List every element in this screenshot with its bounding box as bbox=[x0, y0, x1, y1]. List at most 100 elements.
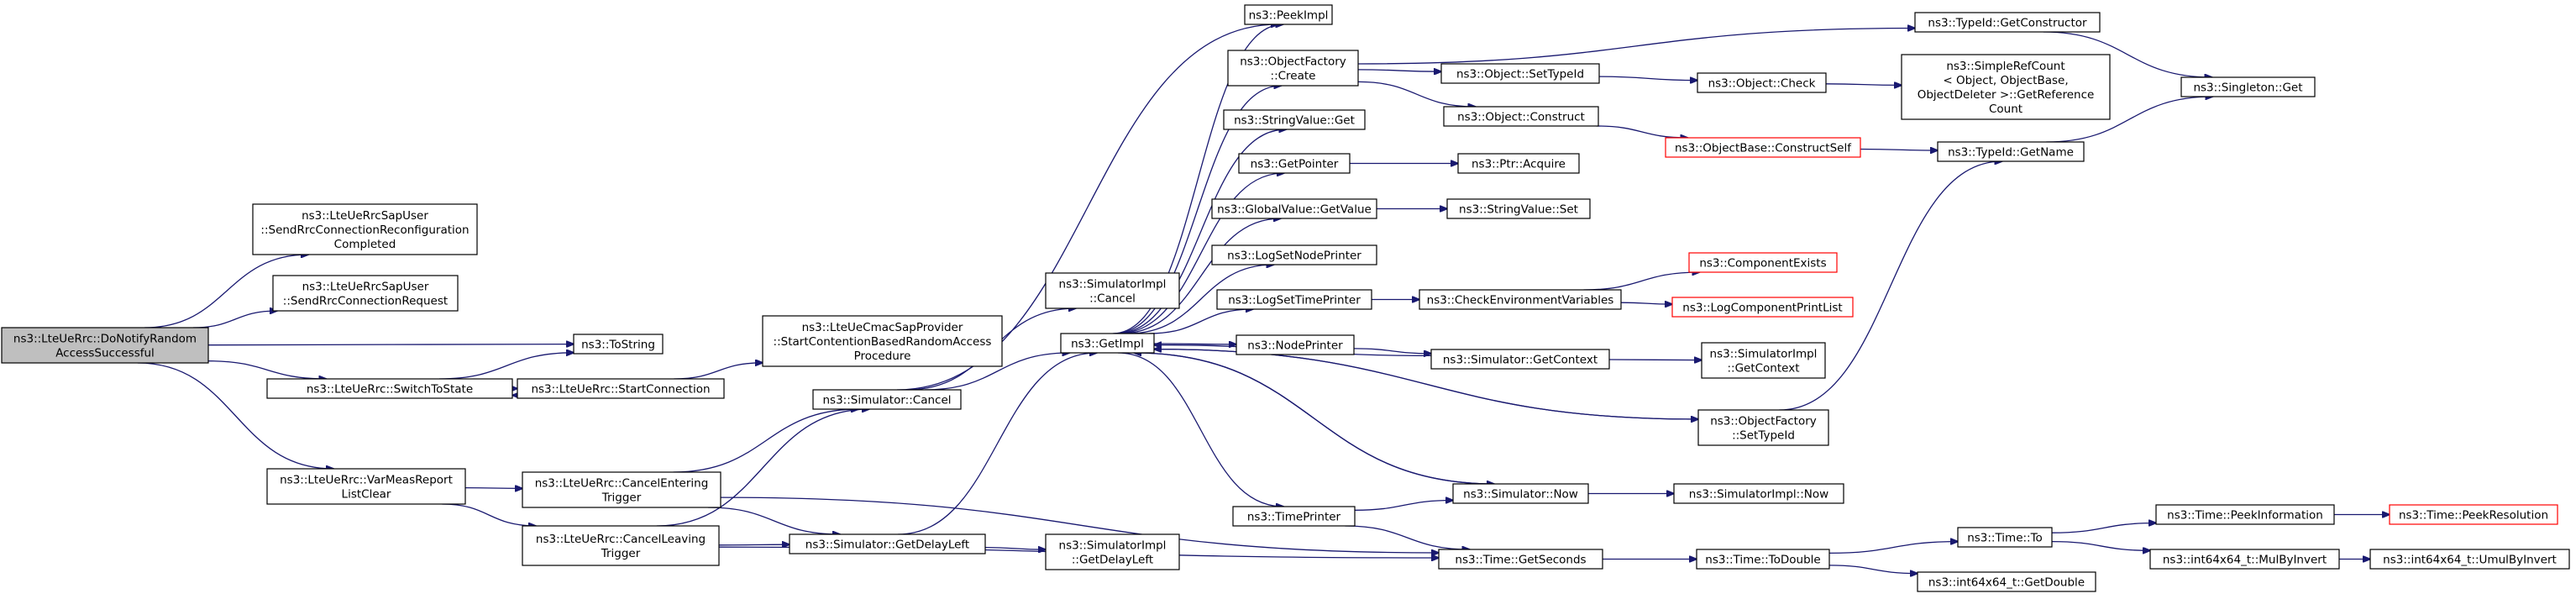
node-box[interactable] bbox=[2155, 504, 2335, 525]
node-nodeprinter[interactable]: ns3::NodePrinter bbox=[1236, 334, 1355, 355]
node-simgetctx[interactable]: ns3::Simulator::GetContext bbox=[1430, 349, 1610, 370]
node-strget[interactable]: ns3::StringValue::Get bbox=[1223, 109, 1366, 130]
node-box[interactable] bbox=[1223, 109, 1366, 130]
node-implgetctx[interactable]: ns3::SimulatorImpl::GetContext bbox=[1701, 342, 1826, 379]
node-peekinfo[interactable]: ns3::Time::PeekInformation bbox=[2155, 504, 2335, 525]
node-box[interactable] bbox=[1238, 153, 1351, 174]
node-tidgetname[interactable]: ns3::TypeId::GetName bbox=[1937, 141, 2085, 162]
node-box[interactable] bbox=[1227, 50, 1359, 87]
node-box[interactable] bbox=[272, 275, 459, 312]
node-compexists[interactable]: ns3::ComponentExists bbox=[1688, 252, 1838, 273]
node-box[interactable] bbox=[1937, 141, 2085, 162]
node-box[interactable] bbox=[1696, 549, 1830, 570]
node-box[interactable] bbox=[266, 378, 513, 399]
node-getpointer[interactable]: ns3::GetPointer bbox=[1238, 153, 1351, 174]
node-checkenv[interactable]: ns3::CheckEnvironmentVariables bbox=[1419, 289, 1622, 310]
node-box[interactable] bbox=[762, 315, 1003, 367]
node-root[interactable]: ns3::LteUeRrc::DoNotifyRandomAccessSucce… bbox=[1, 327, 209, 364]
node-box[interactable] bbox=[2389, 504, 2558, 525]
node-box[interactable] bbox=[266, 468, 466, 505]
node-box[interactable] bbox=[1917, 571, 2096, 592]
node-logtime[interactable]: ns3::LogSetTimePrinter bbox=[1216, 289, 1372, 310]
node-box[interactable] bbox=[1671, 297, 1854, 318]
node-box[interactable] bbox=[1688, 252, 1838, 273]
node-umulbyinv[interactable]: ns3::int64x64_t::UmulByInvert bbox=[2369, 549, 2570, 570]
node-startconn[interactable]: ns3::LteUeRrc::StartConnection bbox=[517, 378, 725, 399]
node-simnow[interactable]: ns3::Simulator::Now bbox=[1452, 483, 1589, 504]
node-todouble[interactable]: ns3::Time::ToDouble bbox=[1696, 549, 1830, 570]
node-box[interactable] bbox=[1045, 533, 1180, 570]
node-box[interactable] bbox=[517, 378, 725, 399]
node-box[interactable] bbox=[1430, 349, 1610, 370]
node-box[interactable] bbox=[1440, 63, 1600, 84]
node-box[interactable] bbox=[573, 334, 664, 355]
node-objconstruct[interactable]: ns3::Object::Construct bbox=[1443, 106, 1599, 127]
node-implgetdelay[interactable]: ns3::SimulatorImpl::GetDelayLeft bbox=[1045, 533, 1180, 570]
node-box[interactable] bbox=[1452, 483, 1589, 504]
node-box[interactable] bbox=[1697, 72, 1827, 93]
node-objcheck[interactable]: ns3::Object::Check bbox=[1697, 72, 1827, 93]
node-box[interactable] bbox=[522, 525, 720, 566]
node-getdelay[interactable]: ns3::Simulator::GetDelayLeft bbox=[789, 533, 986, 554]
node-ptracquire[interactable]: ns3::Ptr::Acquire bbox=[1457, 153, 1580, 174]
node-box[interactable] bbox=[2149, 549, 2340, 570]
node-singleton[interactable]: ns3::Singleton::Get bbox=[2180, 76, 2316, 97]
node-box[interactable] bbox=[812, 389, 962, 410]
node-lognode[interactable]: ns3::LogSetNodePrinter bbox=[1211, 244, 1377, 265]
node-rrcrecfg[interactable]: ns3::LteUeRrcSapUser::SendRrcConnectionR… bbox=[252, 203, 478, 255]
node-box[interactable] bbox=[1211, 198, 1377, 219]
node-box[interactable] bbox=[2180, 76, 2316, 97]
node-box[interactable] bbox=[1236, 334, 1355, 355]
node-box[interactable] bbox=[1438, 549, 1603, 570]
node-box[interactable] bbox=[1045, 272, 1180, 309]
node-peekimpl[interactable]: ns3::PeekImpl bbox=[1244, 4, 1333, 25]
node-simimplcancel[interactable]: ns3::SimulatorImpl::Cancel bbox=[1045, 272, 1180, 309]
node-box[interactable] bbox=[2369, 549, 2570, 570]
node-peekres[interactable]: ns3::Time::PeekResolution bbox=[2389, 504, 2558, 525]
node-box[interactable] bbox=[789, 533, 986, 554]
node-box[interactable] bbox=[1901, 54, 2111, 120]
node-box[interactable] bbox=[1060, 333, 1155, 354]
node-mulbyinv[interactable]: ns3::int64x64_t::MulByInvert bbox=[2149, 549, 2340, 570]
node-box[interactable] bbox=[1914, 12, 2101, 33]
node-box[interactable] bbox=[252, 203, 478, 255]
node-gvgetvalue[interactable]: ns3::GlobalValue::GetValue bbox=[1211, 198, 1377, 219]
node-box[interactable] bbox=[1701, 342, 1826, 379]
node-rrcreq[interactable]: ns3::LteUeRrcSapUser::SendRrcConnectionR… bbox=[272, 275, 459, 312]
node-box[interactable] bbox=[1673, 483, 1844, 504]
node-implnow[interactable]: ns3::SimulatorImpl::Now bbox=[1673, 483, 1844, 504]
node-cmac[interactable]: ns3::LteUeCmacSapProvider::StartContenti… bbox=[762, 315, 1003, 367]
node-tidgetctor[interactable]: ns3::TypeId::GetConstructor bbox=[1914, 12, 2101, 33]
node-box[interactable] bbox=[1443, 106, 1599, 127]
node-logcomplist[interactable]: ns3::LogComponentPrintList bbox=[1671, 297, 1854, 318]
node-getimpl[interactable]: ns3::GetImpl bbox=[1060, 333, 1155, 354]
node-simcancel[interactable]: ns3::Simulator::Cancel bbox=[812, 389, 962, 410]
node-box[interactable] bbox=[1697, 409, 1829, 446]
node-box[interactable] bbox=[1232, 506, 1356, 527]
node-timeto[interactable]: ns3::Time::To bbox=[1957, 527, 2053, 548]
node-strset[interactable]: ns3::StringValue::Set bbox=[1446, 198, 1591, 219]
node-box[interactable] bbox=[1957, 527, 2053, 548]
node-box[interactable] bbox=[1457, 153, 1580, 174]
node-objsettid[interactable]: ns3::Object::SetTypeId bbox=[1440, 63, 1600, 84]
node-ofcreate[interactable]: ns3::ObjectFactory::Create bbox=[1227, 50, 1359, 87]
node-getseconds[interactable]: ns3::Time::GetSeconds bbox=[1438, 549, 1603, 570]
node-timeprinter[interactable]: ns3::TimePrinter bbox=[1232, 506, 1356, 527]
node-objbasecs[interactable]: ns3::ObjectBase::ConstructSelf bbox=[1665, 137, 1861, 158]
node-box[interactable] bbox=[1446, 198, 1591, 219]
node-switch[interactable]: ns3::LteUeRrc::SwitchToState bbox=[266, 378, 513, 399]
node-box[interactable] bbox=[1, 327, 209, 364]
node-box[interactable] bbox=[1419, 289, 1622, 310]
node-box[interactable] bbox=[1665, 137, 1861, 158]
node-tostring[interactable]: ns3::ToString bbox=[573, 334, 664, 355]
node-box[interactable] bbox=[522, 471, 721, 508]
node-box[interactable] bbox=[1244, 4, 1333, 25]
node-box[interactable] bbox=[1211, 244, 1377, 265]
node-getdouble[interactable]: ns3::int64x64_t::GetDouble bbox=[1917, 571, 2096, 592]
node-simpleref[interactable]: ns3::SimpleRefCount< Object, ObjectBase,… bbox=[1901, 54, 2111, 120]
node-ofsettid[interactable]: ns3::ObjectFactory::SetTypeId bbox=[1697, 409, 1829, 446]
node-box[interactable] bbox=[1216, 289, 1372, 310]
